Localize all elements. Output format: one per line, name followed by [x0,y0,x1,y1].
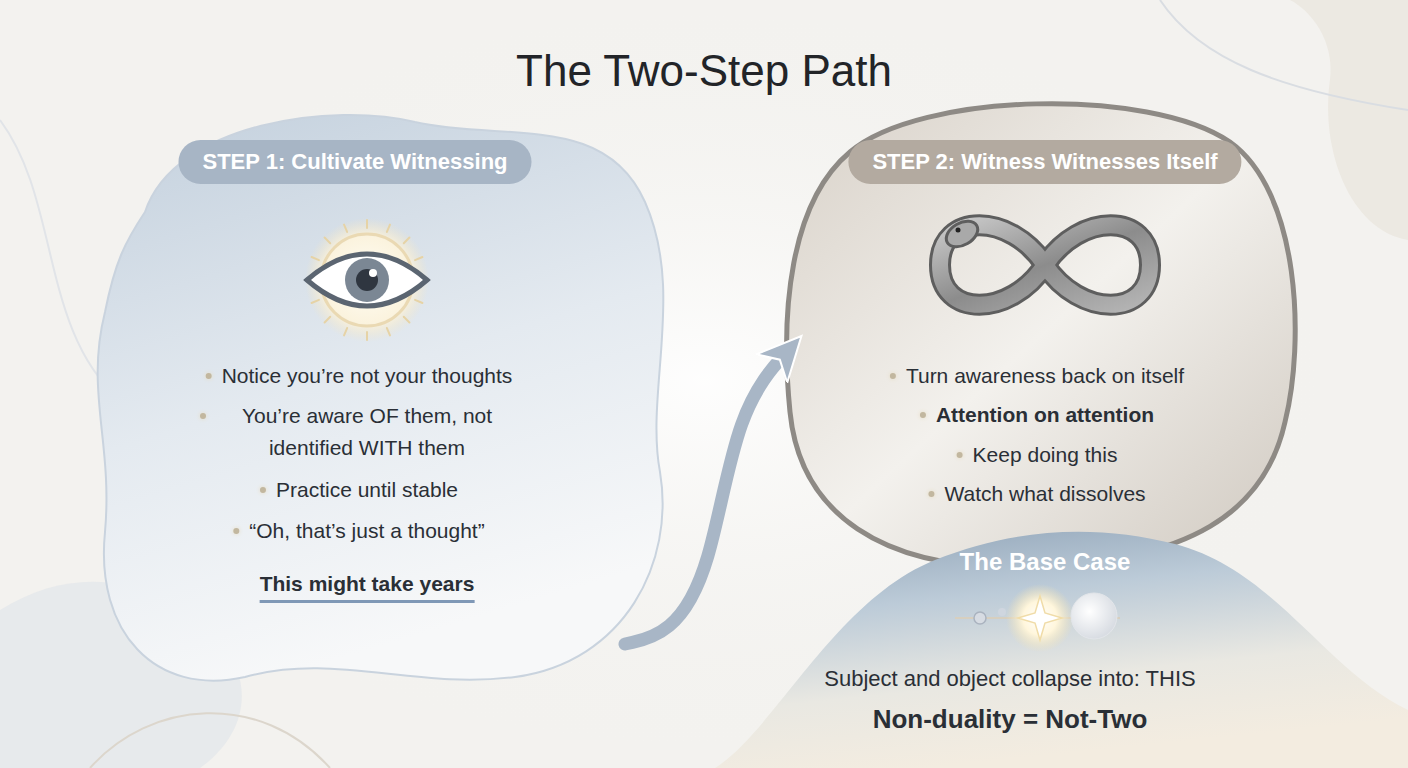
base-text: Non-duality = Not-Two [873,703,1148,735]
shape-outline [715,532,1408,768]
bullet-text: You’re aware OF them, not identified WIT… [202,400,532,464]
bullet-dot [233,528,239,534]
eye-ray [415,300,422,303]
bullet-text: Keep doing this [973,439,1118,471]
bullet-dot [890,373,896,379]
eye-ray [404,317,410,323]
bullet-dot [920,412,926,418]
bullet-dot [200,413,206,419]
ouroboros-infinity-icon [940,216,1150,305]
eye-ray [312,257,319,260]
eye-ray [325,238,331,244]
flow-arrow [625,346,792,644]
shape-outline [98,115,664,681]
eye-ray [415,257,422,260]
base-text: Subject and object collapse into: THIS [824,663,1195,695]
eye-ray [366,220,368,228]
step-heading: STEP 2: Witness Witnesses Itself [848,140,1241,184]
bullet-text: Attention on attention [936,399,1154,431]
bullet-dot [928,491,934,497]
note-text: This might take years [260,570,475,603]
step-heading: STEP 1: Cultivate Witnessing [178,140,531,184]
eye-ray [325,317,331,323]
eye-ray [312,300,319,303]
bullet-text: Turn awareness back on itself [906,360,1184,392]
base-heading: The Base Case [960,546,1131,578]
light-burst-icon [955,584,1120,652]
bullet-text: “Oh, that’s just a thought” [249,515,484,547]
bullet-text: Watch what dissolves [944,478,1145,510]
step-panel: STEP 2: Witness Witnesses ItselfTurn awa… [770,92,1300,572]
bullet-dot [260,487,266,493]
eye-ray [344,328,347,335]
bullet-dot [957,452,963,458]
eye-ray [344,225,347,232]
bullet-dot [206,373,212,379]
bullet-text: Practice until stable [276,474,458,506]
bullet-text: Notice you’re not your thoughts [222,360,513,392]
eye-icon [305,218,429,342]
shape-outline [787,104,1296,568]
eye-ray [404,238,410,244]
step-panel: STEP 1: Cultivate WitnessingNotice you’r… [85,92,665,692]
title: The Two-Step Path [516,46,892,96]
eye-ray [366,332,368,340]
eye-ray [387,225,390,232]
eye-ray [387,328,390,335]
